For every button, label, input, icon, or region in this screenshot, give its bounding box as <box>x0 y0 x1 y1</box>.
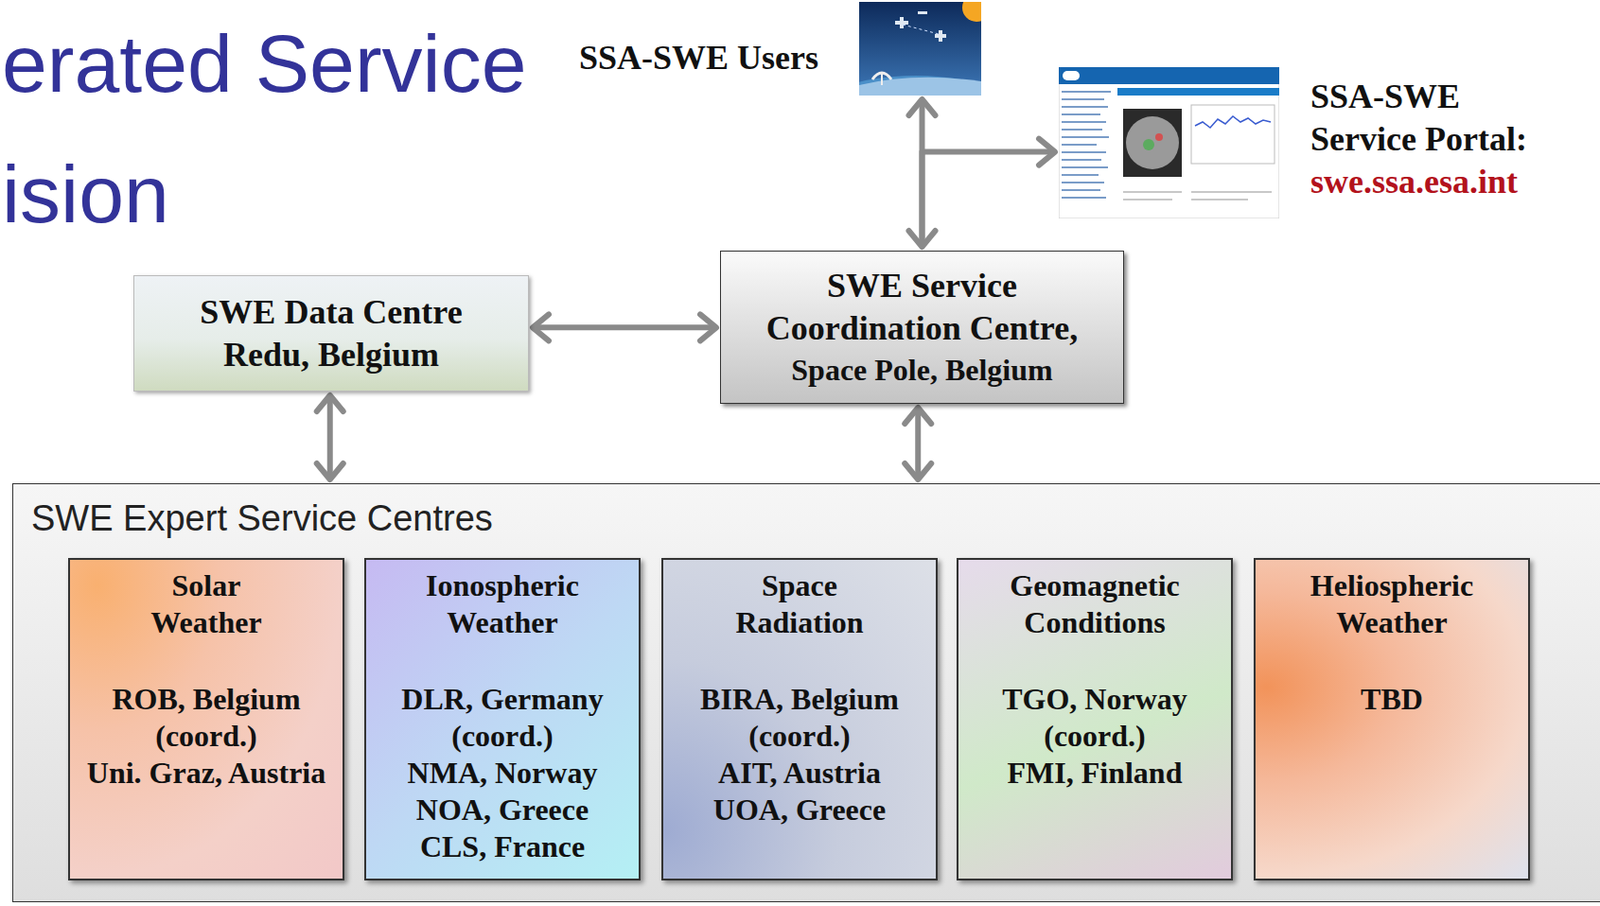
node-text: CLS, France <box>371 828 633 866</box>
users-image: SSA-SWE Users <box>859 1 982 96</box>
page-lines <box>1123 192 1272 200</box>
node-label: SWE Data Centre Redu, Belgium <box>175 291 488 377</box>
dish-mast <box>880 73 883 86</box>
link <box>902 24 939 35</box>
node-text: AIT, Austria <box>668 755 931 792</box>
arrow-head <box>532 314 549 341</box>
node-label: Geomagnetic Conditions <box>1003 567 1186 642</box>
arrow-head <box>1038 139 1055 166</box>
nav-menu <box>1061 91 1111 198</box>
solar-disc <box>1125 116 1179 170</box>
expert-centres-panel: SWE Expert Service CentresSolar WeatherR… <box>12 483 1600 903</box>
node-label: Ionospheric Weather <box>411 567 594 642</box>
expert-centre-box: Ionospheric WeatherDLR, Germany (coord.)… <box>364 558 641 881</box>
arrow-head <box>316 395 344 412</box>
slide-title: erated Service ision <box>1 0 551 260</box>
node-label: SWE Expert Service Centres <box>31 497 1593 540</box>
node-text: ROB, Belgium (coord.) <box>75 681 337 756</box>
sky <box>859 1 982 96</box>
active-region <box>1142 139 1155 151</box>
node-label: SWE Service Coordination Centre, <box>747 264 1098 351</box>
earth <box>859 75 982 96</box>
node-text: Space Pole, Belgium <box>791 350 1053 390</box>
logo <box>1062 70 1080 81</box>
node-label: SSA-SWE Users <box>579 36 819 80</box>
connector-arrow <box>904 407 932 480</box>
banner <box>1117 87 1280 96</box>
connector-arrow <box>532 314 717 341</box>
arrow-head <box>904 463 932 480</box>
node-text: BIRA, Belgium (coord.) <box>668 681 931 756</box>
node-text: swe.ssa.esa.int <box>1310 160 1548 204</box>
node-text: UOA, Greece <box>668 791 931 829</box>
arrow-head <box>700 314 717 341</box>
expert-centre-box: Heliospheric WeatherTBD <box>1253 558 1530 881</box>
connector-arrow <box>922 139 1056 247</box>
connector-line <box>327 395 334 480</box>
coordination-centre-box: SWE Service Coordination Centre,Space Po… <box>720 250 1125 405</box>
chart-frame <box>1191 105 1275 164</box>
expert-centre-box: Geomagnetic ConditionsTGO, Norway (coord… <box>956 558 1233 881</box>
expert-centre-box: Solar WeatherROB, Belgium (coord.)Uni. G… <box>68 558 345 881</box>
arrow-head <box>316 463 344 480</box>
users-illustration <box>859 1 982 96</box>
ground <box>859 77 982 96</box>
sun <box>962 1 982 22</box>
node-text: Uni. Graz, Austria <box>75 755 337 792</box>
node-label: Solar Weather <box>115 567 298 642</box>
active-region <box>1155 133 1163 141</box>
data-centre-box: SWE Data Centre Redu, Belgium <box>133 275 529 392</box>
connector-arrow <box>316 395 344 480</box>
connector-line <box>914 407 921 480</box>
expert-centre-box: Space RadiationBIRA, Belgium (coord.)AIT… <box>661 558 938 881</box>
connector-line <box>922 152 1056 247</box>
node-text: TGO, Norway (coord.) <box>964 681 1226 756</box>
node-text: FMI, Finland <box>964 755 1226 792</box>
portal-image: SSA-SWE Service Portal:swe.ssa.esa.int <box>1058 67 1280 219</box>
page <box>1058 67 1280 219</box>
node-text: TBD <box>1261 681 1523 719</box>
sun-image <box>1123 108 1182 177</box>
node-text: NOA, Greece <box>371 791 633 829</box>
connector-line <box>532 324 717 331</box>
node-label: SSA-SWE Service Portal: <box>1310 75 1548 161</box>
chart-line <box>1195 116 1271 128</box>
header-bar <box>1058 67 1280 85</box>
arrow-head <box>904 407 932 424</box>
node-label: Space Radiation <box>708 567 891 642</box>
node-label: Heliospheric Weather <box>1301 567 1483 642</box>
arrow-head <box>909 99 936 116</box>
satellites <box>895 11 947 42</box>
portal-screenshot <box>1058 67 1280 219</box>
node-text: DLR, Germany (coord.) <box>371 681 633 756</box>
node-text: NMA, Norway <box>371 755 633 792</box>
